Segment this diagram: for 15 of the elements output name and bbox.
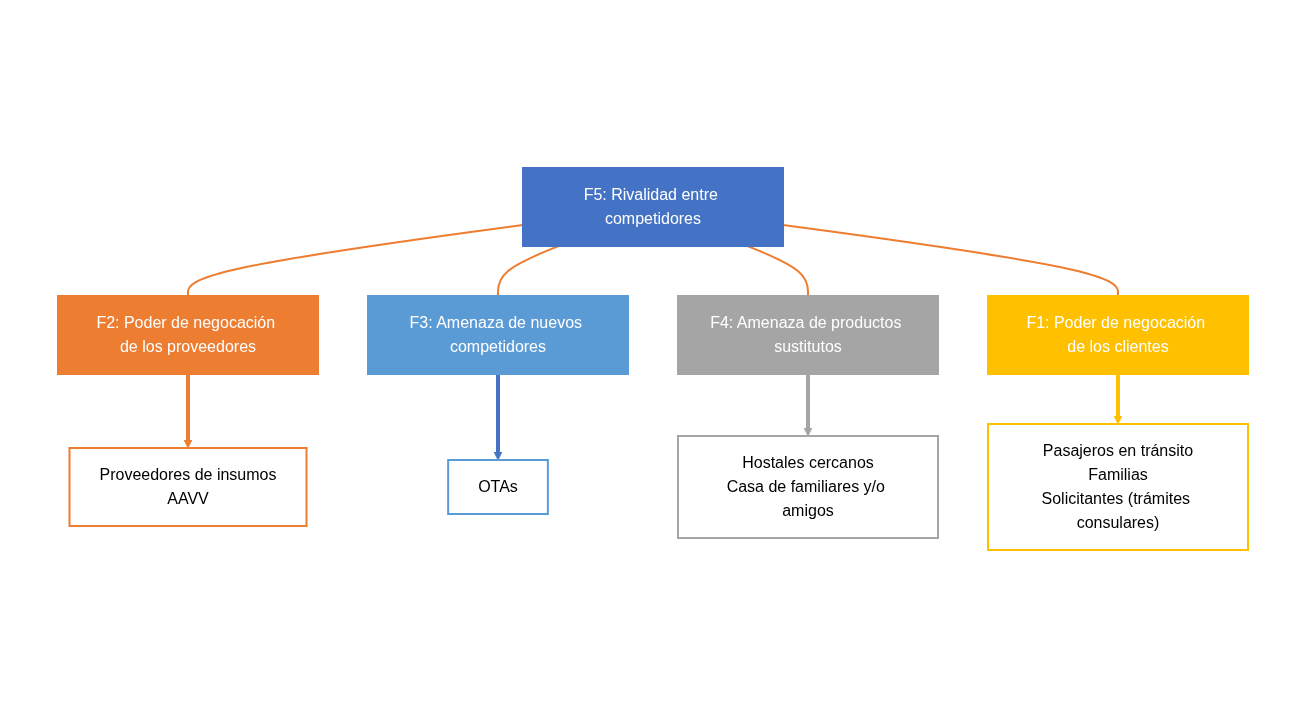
node-box: Pasajeros en tránsito Familias Solicitantes (trámites consulares) bbox=[986, 422, 1249, 551]
node-box: F1: Poder de negocación de los clientes bbox=[986, 294, 1249, 375]
connector bbox=[745, 244, 809, 297]
connector bbox=[496, 244, 560, 297]
node-box: F5: Rivalidad entre competidores bbox=[521, 166, 784, 247]
node-box: F4: Amenaza de productos sustitutos bbox=[676, 294, 939, 375]
node-box: Hostales cercanos Casa de familiares y/o amigos bbox=[676, 434, 939, 539]
arrow bbox=[1113, 373, 1122, 424]
arrow bbox=[803, 373, 812, 436]
node-box: F2: Poder de negocación de los proveedores bbox=[56, 294, 319, 375]
node-box: OTAs bbox=[446, 458, 549, 515]
node-box: F3: Amenaza de nuevos competidores bbox=[366, 294, 629, 375]
arrow bbox=[493, 373, 502, 460]
arrow bbox=[183, 373, 192, 448]
node-box: Proveedores de insumos AAVV bbox=[68, 446, 307, 527]
